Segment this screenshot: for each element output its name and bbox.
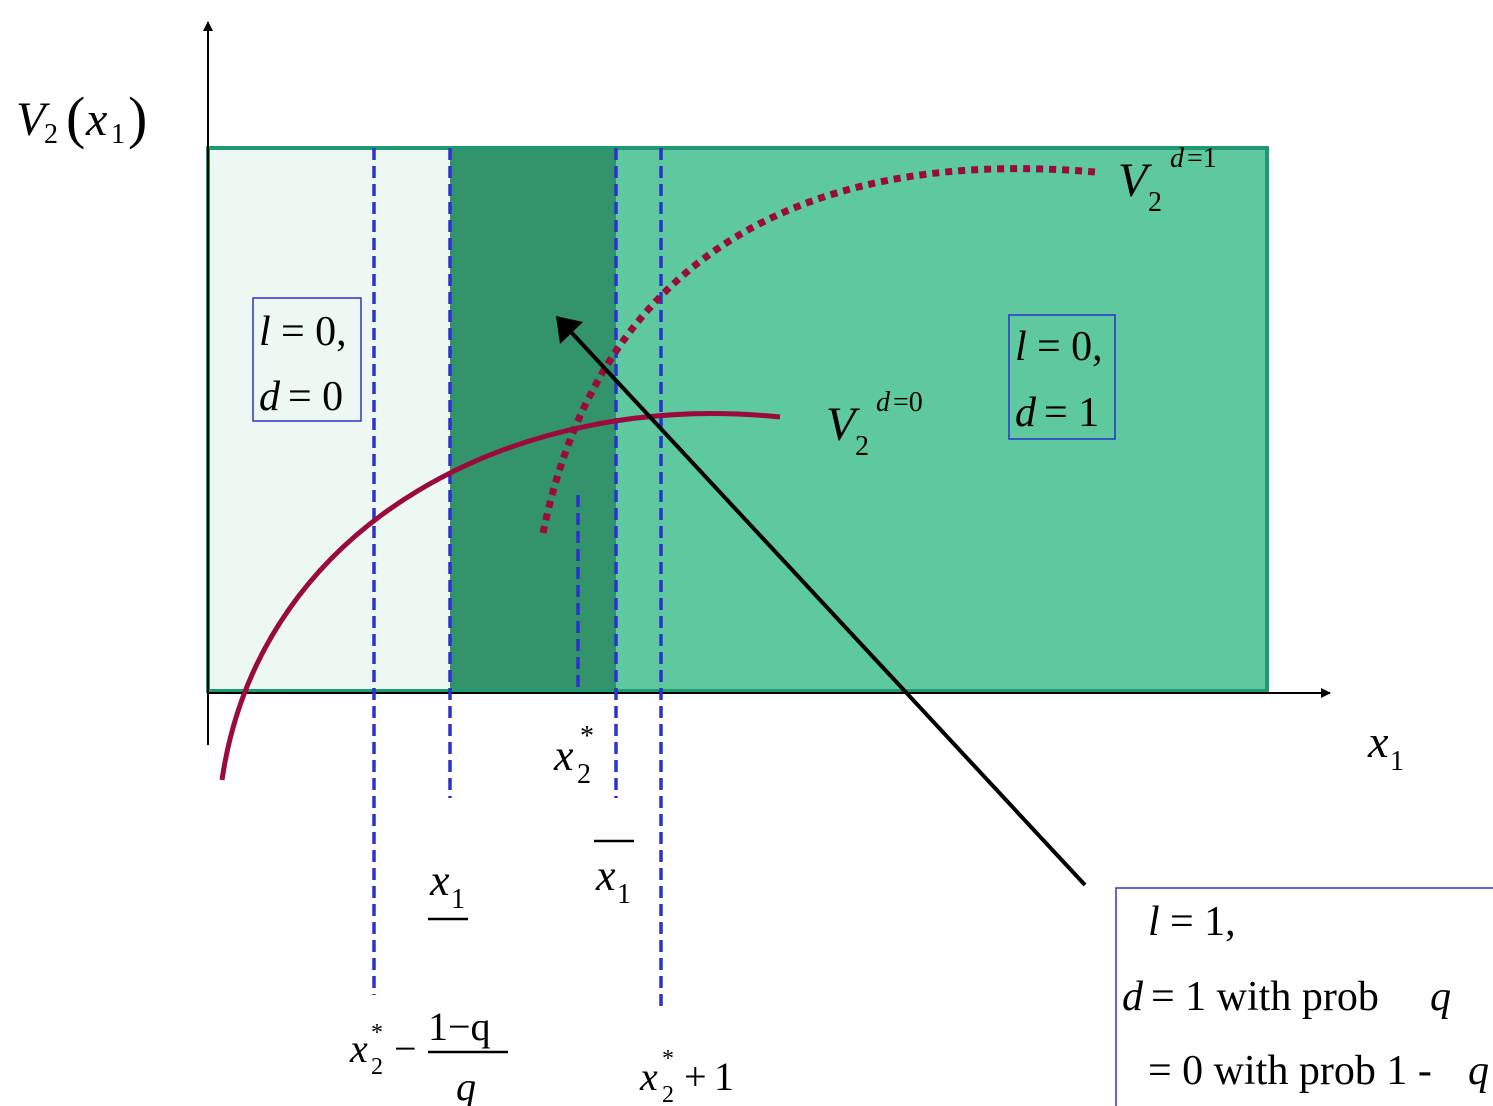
arrow-to-middle-region: [556, 316, 1087, 887]
mid-d-var: d: [1122, 974, 1144, 1020]
marker-x-star-minus: x * 2 − 1−q q: [349, 1004, 508, 1106]
xsm-op: −: [394, 1026, 417, 1071]
v2-d0-sup-var: d: [876, 387, 891, 418]
arrowhead: [556, 316, 583, 344]
right-l-rest: = 0,: [1037, 324, 1103, 370]
mid-l-rest: = 1,: [1170, 899, 1236, 945]
v2-d1-sup-var: d: [1170, 143, 1185, 174]
y-label-paren-close: ): [128, 85, 147, 150]
left-l-var: l: [259, 309, 271, 355]
v2-d1-sub: 2: [1148, 187, 1162, 218]
xu-sub: 1: [617, 879, 631, 910]
xs-star: *: [580, 721, 594, 752]
xsp-star: *: [662, 1046, 674, 1072]
y-axis-label: V 2 ( x 1 ): [16, 85, 147, 150]
marker-x-lower: x 1: [428, 856, 468, 921]
v2-d0-sub: 2: [855, 431, 869, 462]
xsm-x: x: [349, 1026, 368, 1071]
curve-v2-d0: [219, 411, 781, 781]
v2-d0-sup-eq: =0: [893, 387, 923, 418]
y-label-arg: x: [85, 93, 107, 146]
xs-sub: 2: [577, 759, 591, 790]
x-axis-label: x 1: [1367, 716, 1404, 777]
marker-x-star: x * 2: [553, 721, 594, 790]
xl-x: x: [429, 856, 450, 905]
xsp-sub: 2: [662, 1082, 674, 1106]
xsp-num: 1: [714, 1054, 734, 1099]
y-label-sub: 2: [44, 119, 58, 150]
mid-zero-rest: = 0 with prob 1 -: [1148, 1048, 1442, 1094]
label-box-middle: l = 1, d = 1 with prob q = 0 with prob 1…: [1115, 887, 1493, 1106]
mid-zero-q: q: [1468, 1048, 1489, 1094]
y-label-paren-open: (: [66, 85, 85, 150]
left-d-rest: = 0: [288, 374, 343, 420]
marker-x-star-plus: x * 2 + 1: [639, 1046, 734, 1106]
curve-v2-d1: [539, 165, 1096, 534]
label-box-left: l = 0, d = 0: [252, 297, 362, 422]
marker-x-upper: x 1: [594, 839, 634, 910]
v2-d0-main: V: [826, 398, 860, 451]
xsm-num: 1−q: [428, 1004, 491, 1049]
xsm-sub: 2: [371, 1054, 383, 1080]
x-label-sub: 1: [1390, 746, 1404, 777]
xu-x: x: [595, 851, 616, 900]
right-d-rest: = 1: [1044, 390, 1099, 436]
v2-d1-sup-eq: =1: [1187, 143, 1217, 174]
xsp-op: +: [684, 1054, 707, 1099]
label-v2-d1: V 2 d =1: [1118, 143, 1217, 218]
y-label-arg-sub: 1: [111, 119, 125, 150]
region-left: [208, 148, 450, 691]
region-middle: [450, 148, 616, 691]
region-right: [616, 148, 1267, 691]
xsm-star: *: [371, 1020, 383, 1046]
label-box-right: l = 0, d = 1: [1008, 314, 1116, 440]
left-d-var: d: [259, 374, 281, 420]
xs-x: x: [553, 731, 574, 780]
right-l-var: l: [1015, 324, 1027, 370]
left-l-rest: = 0,: [281, 309, 347, 355]
v2-d1-main: V: [1118, 154, 1152, 207]
mid-d-rest: = 1 with prob: [1151, 974, 1389, 1020]
mid-l-var: l: [1148, 899, 1160, 945]
y-label-main: V: [16, 93, 50, 146]
mid-d-q: q: [1430, 974, 1451, 1020]
x-label-main: x: [1367, 716, 1389, 767]
xsp-x: x: [639, 1054, 658, 1099]
right-d-var: d: [1015, 390, 1037, 436]
xl-sub: 1: [451, 884, 465, 915]
xsm-den: q: [456, 1064, 476, 1106]
label-v2-d0: V 2 d =0: [826, 387, 923, 462]
